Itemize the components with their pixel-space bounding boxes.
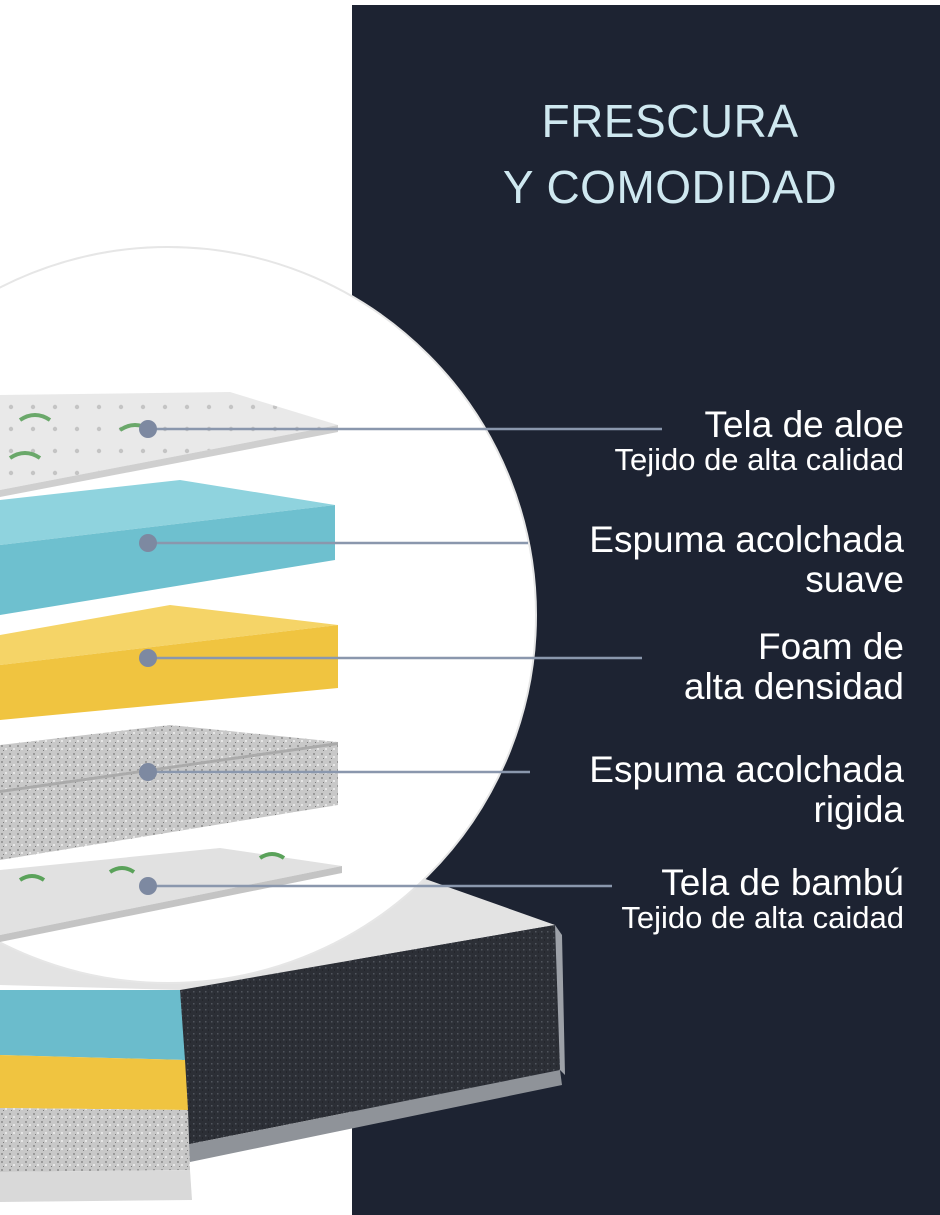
layer-4-name: Espuma acolchada — [589, 749, 904, 790]
layer-1-name: Tela de aloe — [704, 404, 904, 445]
layer-5-detail: Tejido de alta caidad — [621, 900, 904, 935]
layer-3-detail: alta densidad — [683, 666, 904, 707]
title-line-2: Y COMODIDAD — [502, 161, 838, 213]
layer-1-detail: Tejido de alta calidad — [614, 442, 904, 477]
layer-2-name: Espuma acolchada — [589, 519, 904, 560]
layer-3-name: Foam de — [757, 626, 904, 667]
leader-dots — [139, 420, 157, 895]
layer-2-detail: suave — [805, 559, 904, 600]
title-line-1: FRESCURA — [541, 95, 799, 147]
leader-lines — [148, 427, 662, 888]
layer-4-detail: rigida — [813, 789, 905, 830]
layer-5-name: Tela de bambú — [661, 862, 904, 903]
